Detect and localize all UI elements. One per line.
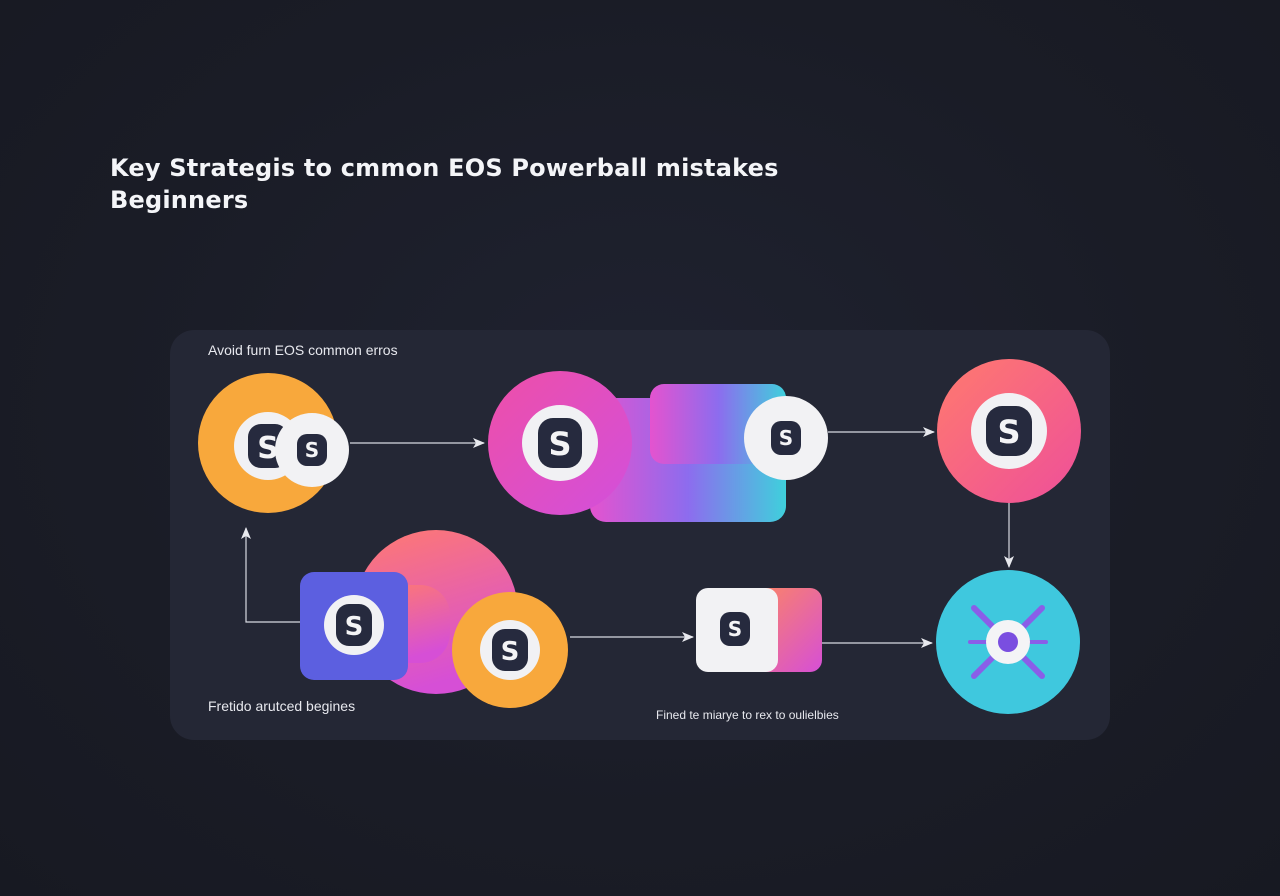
- coin-s-icon: S: [492, 629, 528, 671]
- node-orange-coins: S S: [198, 373, 349, 513]
- hub-network-icon: [968, 605, 1048, 679]
- coin-s-icon: S: [771, 421, 801, 455]
- svg-text:S: S: [257, 431, 279, 466]
- coin-s-icon: S: [336, 604, 372, 646]
- svg-text:S: S: [345, 612, 364, 642]
- svg-text:S: S: [779, 426, 793, 450]
- label-fined: Fined te miarye to rex to oulielbies: [656, 708, 839, 722]
- node-blob-cluster: S S: [300, 530, 568, 708]
- label-avoid-common-errors: Avoid furn EOS common erros: [208, 342, 398, 358]
- svg-text:S: S: [548, 425, 571, 463]
- coin-s-icon: S: [720, 612, 750, 646]
- connectors: [241, 427, 1014, 648]
- node-magenta-gradient: S S: [488, 371, 828, 522]
- page-title-line-1: Key Strategis to cmmon EOS Powerball mis…: [110, 154, 779, 182]
- node-teal-hub: [936, 570, 1080, 714]
- coin-s-icon: S: [297, 434, 327, 466]
- svg-text:S: S: [997, 413, 1020, 451]
- coin-s-icon: S: [538, 418, 582, 468]
- label-beginners: Fretido arutced begines: [208, 698, 356, 714]
- svg-text:S: S: [501, 637, 520, 667]
- svg-text:S: S: [728, 617, 742, 641]
- node-card: S: [696, 588, 822, 672]
- page-title: Key Strategis to cmmon EOS Powerball mis…: [110, 152, 779, 216]
- node-coral: S: [937, 359, 1081, 503]
- arrow-node5-to-node1: [241, 527, 300, 623]
- coin-s-icon: S: [986, 406, 1032, 456]
- svg-text:S: S: [305, 438, 319, 462]
- page-title-line-2: Beginners: [110, 186, 249, 214]
